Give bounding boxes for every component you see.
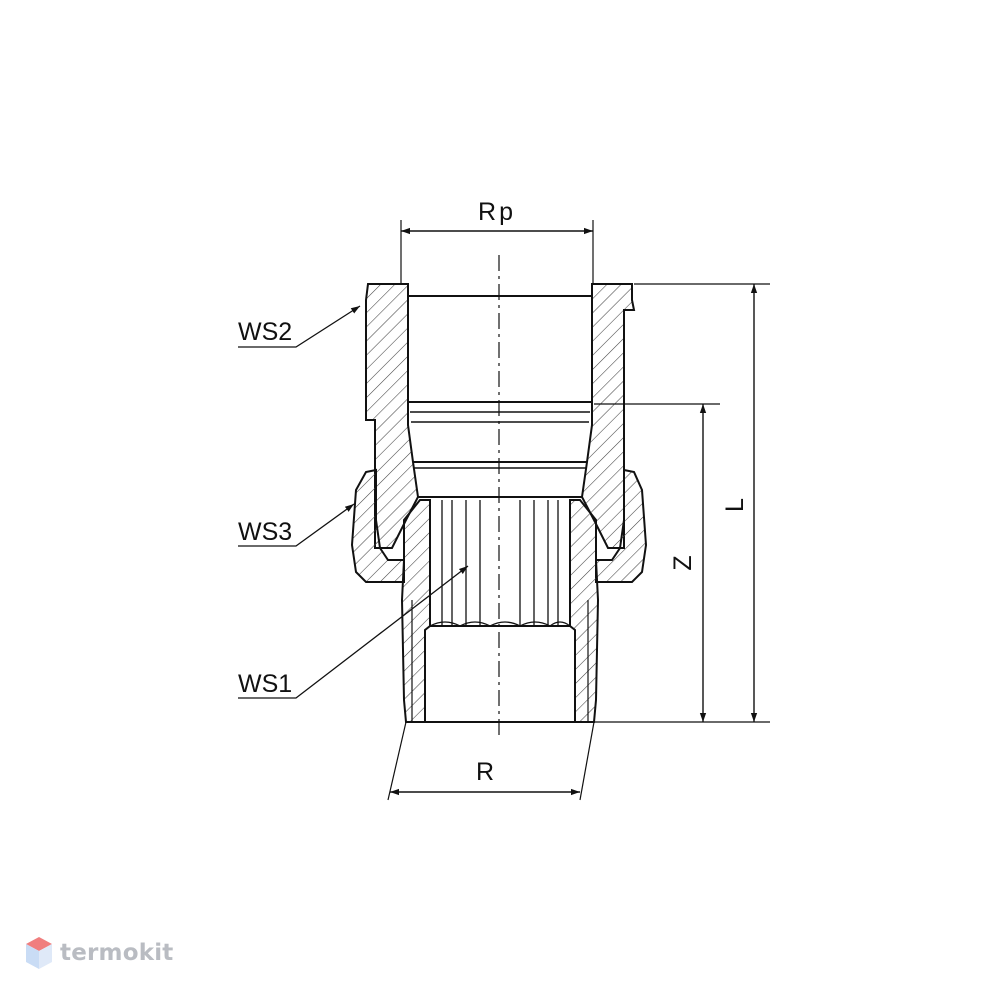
upper-body-right-wall [580,283,636,549]
inner-bore [408,295,592,723]
l-label: L [721,498,749,512]
ws3-label: WS3 [238,518,292,546]
rp-label: Rp [478,198,516,226]
union-nut-right [595,468,648,583]
ws2-label: WS2 [238,318,292,346]
lower-body-right-wall [569,499,600,723]
male-thread-lines [411,600,589,722]
union-nut-left [350,468,405,583]
hexagon-cube-icon [26,937,52,969]
spline-ribs [429,500,571,627]
watermark-text: termokit [60,940,174,966]
leader-lines [238,305,469,699]
r-label: R [476,758,494,786]
ws1-label: WS1 [238,670,292,698]
lower-body-left-wall [400,499,431,723]
z-label: Z [669,555,697,570]
